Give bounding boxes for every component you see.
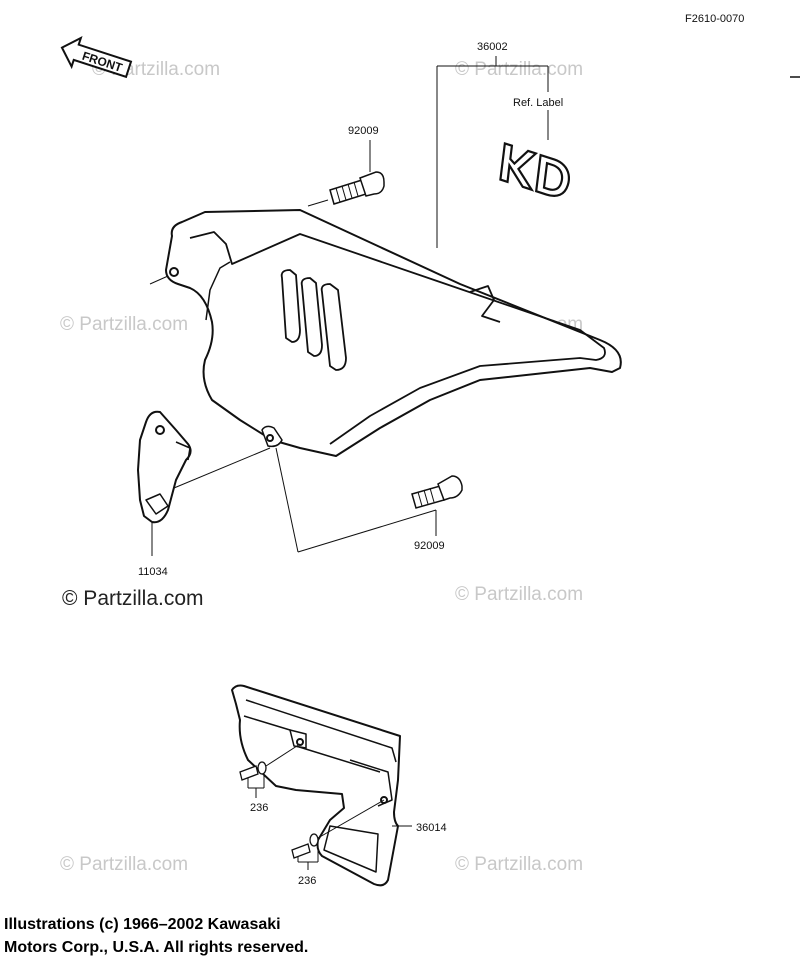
leader-236-top [247, 774, 265, 798]
leader-bracket [173, 447, 271, 489]
leader-36002 [436, 56, 549, 248]
bolt-icon [291, 799, 385, 859]
watermark: © Partzilla.com [455, 584, 583, 605]
bolt-icon [411, 475, 463, 509]
watermark-main: © Partzilla.com [62, 587, 204, 610]
watermark: © Partzilla.com [455, 59, 583, 80]
watermark: © Partzilla.com [60, 854, 188, 875]
watermark: © Partzilla.com [60, 314, 188, 335]
copyright-line-2: Motors Corp., U.S.A. All rights reserved… [4, 939, 309, 956]
copyright-notice: Illustrations (c) 1966–2002 Kawasaki Mot… [4, 913, 308, 959]
part-number-36014: 36014 [416, 822, 447, 834]
watermark: © Partzilla.com [455, 854, 583, 875]
kd-label-text: KD [490, 132, 579, 210]
part-number-236-top: 236 [250, 802, 268, 814]
part-number-11034: 11034 [138, 566, 168, 578]
ref-label-text: Ref. Label [513, 97, 563, 109]
part-number-36002: 36002 [477, 41, 508, 53]
bolt-icon [239, 743, 301, 781]
leader-236-bottom [297, 846, 319, 870]
part-number-92009-top: 92009 [348, 125, 379, 137]
part-number-92009-bottom: 92009 [414, 540, 445, 552]
bracket-11034 [137, 410, 192, 524]
copyright-line-1: Illustrations (c) 1966–2002 Kawasaki [4, 916, 281, 933]
bolt-icon [307, 171, 385, 207]
kd-ref-label: KD [489, 131, 581, 212]
leader-92009-bottom [275, 447, 437, 553]
part-number-236-bottom: 236 [298, 875, 316, 887]
chain-cover-lower [231, 684, 401, 887]
chain-cover-main [149, 209, 622, 457]
figure-code: F2610-0070 [685, 13, 744, 25]
